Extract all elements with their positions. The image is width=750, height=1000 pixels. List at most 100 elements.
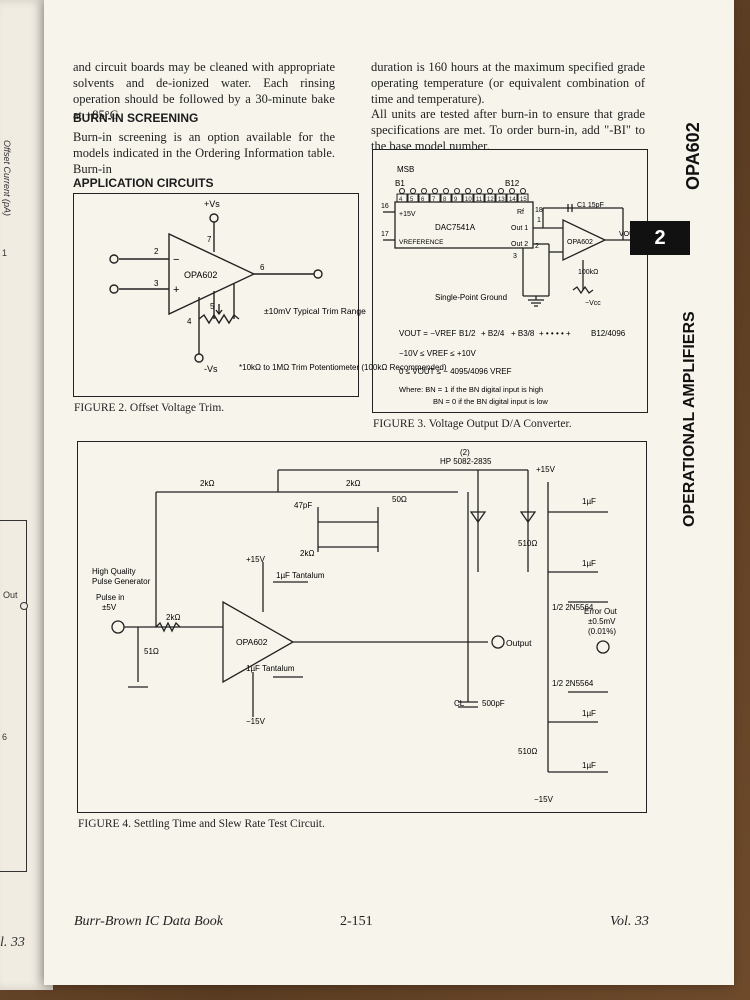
c1-label: C1 15pF <box>577 202 604 209</box>
series-2k-label: 2kΩ <box>346 479 360 488</box>
pin-3-label: 3 <box>154 279 159 288</box>
msb-label: MSB <box>397 165 414 174</box>
c1u-b-label: 1µF <box>582 559 596 568</box>
dac-body <box>394 201 534 249</box>
bn-low-note: BN = 0 if the BN digital input is low <box>433 397 548 406</box>
bit-pin-8 <box>443 188 449 194</box>
jfet-upper-label: 1/2 2N5564 <box>552 603 594 612</box>
sidebar-section-title: OPERATIONAL AMPLIFIERS <box>681 311 698 527</box>
bit-number-8: 8 <box>443 197 447 203</box>
c1u-a-label: 1µF <box>582 497 596 506</box>
footer-page-number: 2-151 <box>340 914 373 929</box>
bit-number-10: 10 <box>465 197 472 203</box>
burn-in-paragraph: Burn-in screening is an option available… <box>73 130 335 176</box>
error-range-label: ±0.5mV <box>588 617 616 626</box>
footer-volume: Vol. 33 <box>610 914 649 929</box>
pin-16-label: 16 <box>381 203 389 210</box>
cl-label: CL <box>454 699 465 708</box>
pin-2-label: 2 <box>154 247 159 256</box>
opamp-label: OPA602 <box>184 270 217 280</box>
bit-pin-5 <box>410 188 416 194</box>
c1u-d-label: 1µF <box>582 761 596 770</box>
r50-label: 50Ω <box>392 495 407 504</box>
rf-label: Rf <box>517 209 524 216</box>
eq-term-1: B1/2 <box>459 329 476 338</box>
bit-number-15: 15 <box>520 197 527 203</box>
jfet-minus15-label: −15V <box>534 795 554 804</box>
bit-pin-15 <box>520 188 526 194</box>
plus-vs-label: +Vs <box>204 199 220 209</box>
vref-label: VREFERENCE <box>399 239 444 246</box>
section-number-tab: 2 <box>630 221 690 255</box>
input-2k-label: 2kΩ <box>166 613 180 622</box>
left-page-out-label: Out <box>3 590 18 600</box>
c47p-label: 47pF <box>294 501 312 510</box>
bit-pin-14 <box>509 188 515 194</box>
eq-term-2: + B2/4 <box>481 329 505 338</box>
diode-part-label: HP 5082-2835 <box>440 457 492 466</box>
bit-number-5: 5 <box>410 197 414 203</box>
r510-lower-label: 510Ω <box>518 747 537 756</box>
pin-6-label: 6 <box>260 263 265 272</box>
eq-term-3: + B3/8 <box>511 329 535 338</box>
dac-part-label: DAC7541A <box>435 223 476 232</box>
opamp-triangle <box>168 232 256 316</box>
pulse-level-label: ±5V <box>102 603 117 612</box>
error-out-label: Error Out <box>584 607 618 616</box>
b12-label: B12 <box>505 179 520 188</box>
left-page-volume: l. 33 <box>0 935 25 950</box>
left-page-terminal <box>20 602 28 610</box>
dac-opamp <box>562 218 607 262</box>
fig4-opamp <box>222 600 295 684</box>
error-percent-label: (0.01%) <box>588 627 616 636</box>
left-page-frame <box>0 520 27 872</box>
opamp-plus15-label: +15V <box>246 555 266 564</box>
pin-17-label: 17 <box>381 231 389 238</box>
sidebar-model-title: OPA602 <box>683 122 703 190</box>
diode-count-label: (2) <box>460 448 470 457</box>
pulse-gen-label-2: Pulse Generator <box>92 577 151 586</box>
r100k-label: 100kΩ <box>578 269 598 276</box>
left-page-axis-label: Offset Current (pA) <box>2 140 12 217</box>
application-circuits-heading: APPLICATION CIRCUITS <box>73 176 214 190</box>
feedback-2k-label: 2kΩ <box>200 479 214 488</box>
settling-test-schematic: 2kΩ 2kΩ 50Ω 47pF 2kΩ (2) HP 5082-2835 +1… <box>92 448 618 804</box>
pin-1-label: 1 <box>537 217 541 224</box>
left-page-tick-6: 6 <box>2 732 8 742</box>
vout-label: VOUT <box>619 231 639 238</box>
jfet-plus15-label: +15V <box>536 465 556 474</box>
jfet-lower-label: 1/2 2N5564 <box>552 679 594 688</box>
bit-pin-7 <box>432 188 438 194</box>
bit-pin-10 <box>465 188 471 194</box>
dac-opamp-label: OPA602 <box>567 239 593 246</box>
pulse-in-label: Pulse in <box>96 593 124 602</box>
noninverting-sign: + <box>173 284 179 296</box>
vout-equation-lhs: VOUT = −VREF <box>399 329 456 338</box>
output-label: Output <box>506 638 532 648</box>
bit-number-11: 11 <box>476 197 483 203</box>
burn-in-heading: BURN-IN SCREENING <box>73 111 199 125</box>
datasheet-page: and circuit boards may be cleaned with a… <box>44 0 734 985</box>
figure-4-frame: 2kΩ 2kΩ 50Ω 47pF 2kΩ (2) HP 5082-2835 +1… <box>77 441 647 813</box>
cleaning-paragraph: and circuit boards may be cleaned with a… <box>73 60 335 122</box>
bit-number-14: 14 <box>509 197 516 203</box>
bit-pin-11 <box>476 188 482 194</box>
bit-number-9: 9 <box>454 197 458 203</box>
pin-2-dac-label: 2 <box>535 243 539 250</box>
burn-in-duration-paragraph: duration is 160 hours at the maximum spe… <box>371 60 645 106</box>
c500p-label: 500pF <box>482 699 505 708</box>
bit-pin-12 <box>487 188 493 194</box>
out2-label: Out 2 <box>511 241 528 248</box>
fig4-opamp-label: OPA602 <box>236 637 268 647</box>
bit-pin-6 <box>421 188 427 194</box>
footer-book-title: Burr-Brown IC Data Book <box>74 914 223 929</box>
offset-trim-schematic: +Vs 7 2 3 − + OPA602 6 4 5 -Vs ±10mV Typ… <box>109 199 447 374</box>
figure-2-caption: FIGURE 2. Offset Voltage Trim. <box>74 402 225 414</box>
out1-label: Out 1 <box>511 225 528 232</box>
bit-number-6: 6 <box>421 197 425 203</box>
vcc-label: −Vcc <box>585 300 601 307</box>
pin-5-label: 5 <box>210 302 215 311</box>
